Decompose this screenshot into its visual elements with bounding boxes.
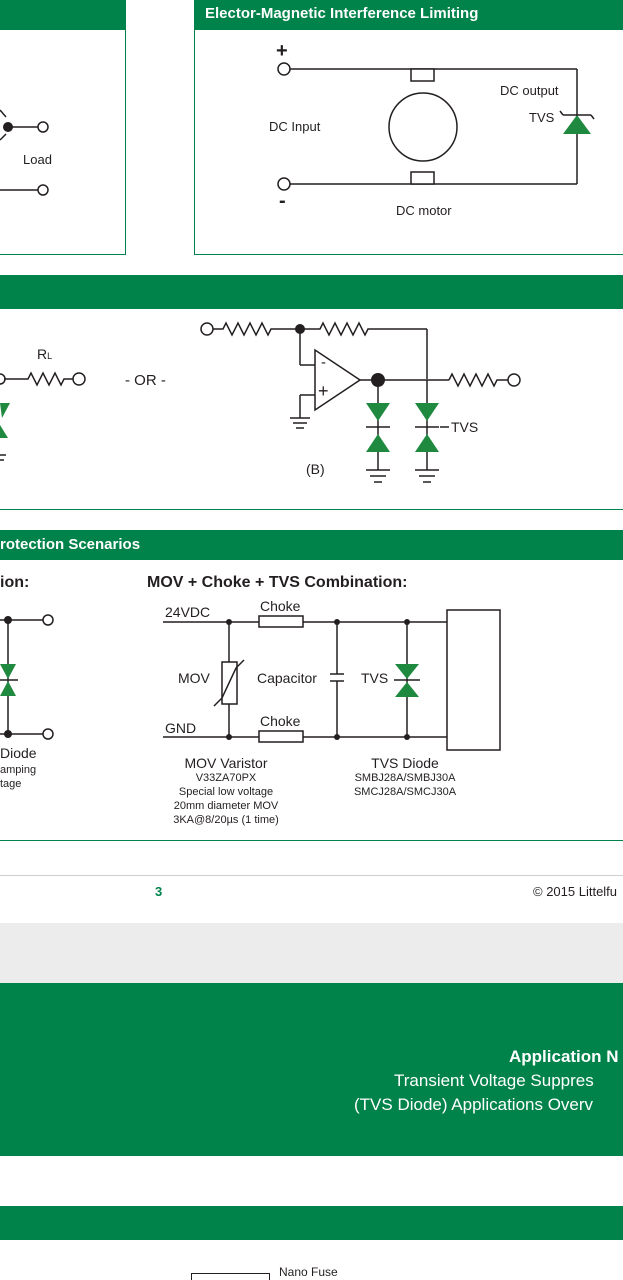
capacitor-label: Capacitor xyxy=(257,670,317,686)
page-number: 3 xyxy=(155,884,163,899)
emi-minus-label: - xyxy=(279,190,286,212)
opamp-circuit-diagram xyxy=(0,321,521,483)
choke-bottom-label: Choke xyxy=(260,713,301,729)
tvs-line: SMBJ28A/SMBJ30A xyxy=(354,772,456,784)
mov-line: 20mm diameter MOV xyxy=(173,800,279,812)
emi-section-title: Elector-Magnetic Interference Limiting xyxy=(205,5,479,22)
dc-output-label: DC output xyxy=(500,83,559,98)
emi-panel xyxy=(194,28,623,255)
opamp-tvs-label: TVS xyxy=(451,419,479,435)
subtitle-line-2: (TVS Diode) Applications Overv xyxy=(354,1095,594,1114)
tvs-diode-caption: TVS Diode SMBJ28A/SMBJ30A SMCJ28A/SMCJ30… xyxy=(334,755,476,799)
left-clamping-label: amping xyxy=(0,764,37,776)
copyright: © 2015 Littelfu xyxy=(533,884,618,899)
emi-circuit-diagram xyxy=(0,62,595,196)
choke-top-label: Choke xyxy=(260,598,301,614)
mov-label: MOV xyxy=(178,670,210,686)
left-diode-label: Diode xyxy=(0,745,37,761)
left-scenario-heading: ion: xyxy=(0,574,30,591)
opamp-section-bottom-rule xyxy=(0,509,623,510)
document-page-next: Application N Transient Voltage Suppres … xyxy=(0,983,623,1280)
subtitle-line-1: Transient Voltage Suppres xyxy=(394,1071,594,1090)
app-note-title: Application N xyxy=(509,1047,619,1066)
protection-section-title: rotection Scenarios xyxy=(0,536,141,553)
section-header-bar xyxy=(0,1206,623,1240)
tvs-line: SMCJ28A/SMCJ30A xyxy=(353,786,457,798)
combo-heading: MOV + Choke + TVS Combination: xyxy=(147,574,408,591)
emi-section-header xyxy=(0,0,126,30)
protection-section-bottom-rule xyxy=(0,840,623,841)
mov-title: MOV Varistor xyxy=(184,755,268,771)
opamp-plus: + xyxy=(318,381,329,401)
or-label: - OR - xyxy=(125,372,166,389)
mov-line: Special low voltage xyxy=(178,786,274,798)
protection-section-header xyxy=(0,530,623,560)
rl-label: RL xyxy=(37,346,53,362)
combo-tvs-label: TVS xyxy=(361,670,389,686)
tvs-title: TVS Diode xyxy=(371,755,439,771)
mov-line: V33ZA70PX xyxy=(195,772,257,784)
gnd-label: GND xyxy=(165,720,197,736)
label-b: (B) xyxy=(306,461,325,477)
footer-rule xyxy=(0,875,623,876)
nano-fuse-symbol xyxy=(191,1273,270,1280)
mov-line: 3KA@8/20µs (1 time) xyxy=(173,814,279,826)
combo-circuit-diagram xyxy=(0,609,501,751)
opamp-section-header xyxy=(0,275,623,309)
opamp-minus: - xyxy=(321,354,326,371)
vdc-label: 24VDC xyxy=(165,604,211,620)
document-page: Elector-Magnetic Interference Limiting xyxy=(0,0,623,923)
nano-fuse-label: Nano Fuse xyxy=(279,1265,338,1279)
title-banner xyxy=(0,983,623,1156)
emi-plus-label: + xyxy=(276,40,288,62)
load-label: Load xyxy=(23,152,52,167)
left-voltage-label: tage xyxy=(0,778,22,790)
mov-varistor-caption: MOV Varistor V33ZA70PX Special low volta… xyxy=(150,755,302,827)
dc-input-label: DC Input xyxy=(269,119,321,134)
dc-motor-label: DC motor xyxy=(396,203,452,218)
emi-section-header xyxy=(194,0,623,30)
emi-tvs-label: TVS xyxy=(529,110,555,125)
left-panel-partial xyxy=(0,28,126,255)
